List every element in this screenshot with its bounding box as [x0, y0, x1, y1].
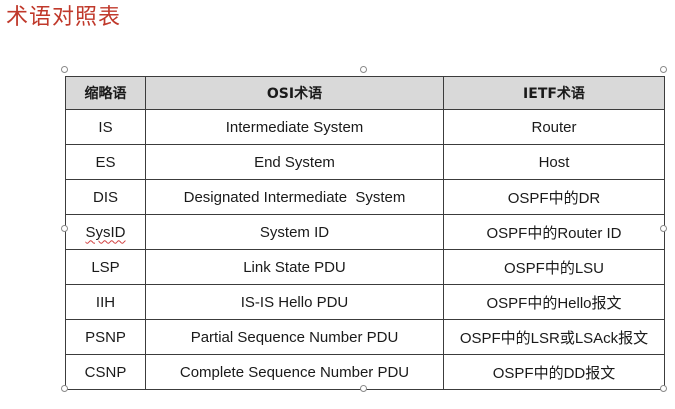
ietf-cell[interactable]: OSPF中的Router ID [443, 214, 665, 250]
table-selection-frame[interactable]: 缩略语 OSI术语 IETF术语 IS Intermediate System … [61, 66, 667, 392]
abbr-cell[interactable]: SysID [65, 214, 146, 250]
resize-handle-middle-left[interactable] [61, 225, 68, 232]
table-row: LSP Link State PDU OSPF中的LSU [65, 249, 665, 285]
resize-handle-top-center[interactable] [360, 66, 367, 73]
slide-title: 术语对照表 [6, 5, 122, 30]
ietf-cell[interactable]: OSPF中的DR [443, 179, 665, 215]
osi-cell[interactable]: Link State PDU [145, 249, 444, 285]
table-row: DIS Designated Intermediate System OSPF中… [65, 179, 665, 215]
osi-cell[interactable]: Intermediate System [145, 109, 444, 145]
abbr-cell[interactable]: ES [65, 144, 146, 180]
resize-handle-bottom-center[interactable] [360, 385, 367, 392]
ietf-cell[interactable]: Host [443, 144, 665, 180]
abbr-cell[interactable]: PSNP [65, 319, 146, 355]
header-abbreviation[interactable]: 缩略语 [65, 76, 146, 110]
ietf-cell[interactable]: Router [443, 109, 665, 145]
table-row: SysID System ID OSPF中的Router ID [65, 214, 665, 250]
terminology-table[interactable]: 缩略语 OSI术语 IETF术语 IS Intermediate System … [65, 76, 665, 390]
header-ietf-term[interactable]: IETF术语 [443, 76, 665, 110]
osi-cell[interactable]: End System [145, 144, 444, 180]
resize-handle-top-right[interactable] [660, 66, 667, 73]
osi-cell[interactable]: IS-IS Hello PDU [145, 284, 444, 320]
osi-cell[interactable]: Designated Intermediate System [145, 179, 444, 215]
table-row: PSNP Partial Sequence Number PDU OSPF中的L… [65, 319, 665, 355]
abbr-cell[interactable]: IS [65, 109, 146, 145]
header-osi-term[interactable]: OSI术语 [145, 76, 444, 110]
ietf-cell[interactable]: OSPF中的DD报文 [443, 354, 665, 390]
table-row: ES End System Host [65, 144, 665, 180]
osi-cell[interactable]: System ID [145, 214, 444, 250]
table-row: IS Intermediate System Router [65, 109, 665, 145]
abbr-text-spellcheck: SysID [85, 223, 126, 241]
osi-cell[interactable]: Partial Sequence Number PDU [145, 319, 444, 355]
abbr-cell[interactable]: LSP [65, 249, 146, 285]
abbr-cell[interactable]: IIH [65, 284, 146, 320]
abbr-cell[interactable]: DIS [65, 179, 146, 215]
ietf-cell[interactable]: OSPF中的LSU [443, 249, 665, 285]
osi-cell[interactable]: Complete Sequence Number PDU [145, 354, 444, 390]
ietf-cell[interactable]: OSPF中的Hello报文 [443, 284, 665, 320]
resize-handle-bottom-right[interactable] [660, 385, 667, 392]
resize-handle-top-left[interactable] [61, 66, 68, 73]
table-row: IIH IS-IS Hello PDU OSPF中的Hello报文 [65, 284, 665, 320]
header-row: 缩略语 OSI术语 IETF术语 [65, 76, 665, 110]
table-row: CSNP Complete Sequence Number PDU OSPF中的… [65, 354, 665, 390]
ietf-cell[interactable]: OSPF中的LSR或LSAck报文 [443, 319, 665, 355]
resize-handle-middle-right[interactable] [660, 225, 667, 232]
abbr-cell[interactable]: CSNP [65, 354, 146, 390]
resize-handle-bottom-left[interactable] [61, 385, 68, 392]
